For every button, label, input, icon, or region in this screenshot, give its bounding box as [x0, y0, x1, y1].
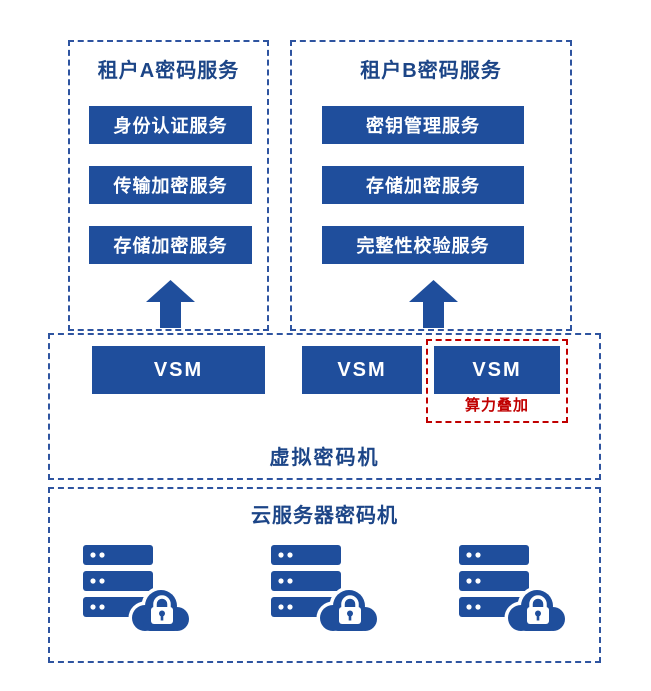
server-cloud-lock-icon [458, 545, 568, 635]
lock-icon [526, 595, 549, 624]
lock-icon [150, 595, 173, 624]
lock-icon [338, 595, 361, 624]
tenant-a-title: 租户A密码服务 [97, 60, 240, 82]
compute-stacking-label: 算力叠加 [464, 397, 529, 414]
hardware-layer-panel: 云服务器密码机 [48, 487, 601, 663]
tenant-a-service-3: 存储加密服务 [89, 226, 252, 264]
server-cloud-lock-icon [82, 545, 192, 635]
tenant-b-service-3: 完整性校验服务 [322, 226, 524, 264]
hardware-icons-row [50, 543, 599, 637]
tenant-b-service-1: 密钥管理服务 [322, 106, 524, 144]
vsm-box-tenant-b-2: VSM [434, 346, 560, 394]
up-arrow-icon [142, 280, 199, 328]
tenant-b-panel: 租户B密码服务 密钥管理服务 存储加密服务 完整性校验服务 [290, 40, 572, 331]
tenant-a-panel: 租户A密码服务 身份认证服务 传输加密服务 存储加密服务 [68, 40, 269, 331]
vsm-box-tenant-a: VSM [92, 346, 265, 394]
tenant-b-service-2: 存储加密服务 [322, 166, 524, 204]
up-arrow-icon [405, 280, 462, 328]
compute-stacking-outline: 算力叠加 [426, 339, 568, 423]
vsm-box-tenant-b-1: VSM [302, 346, 422, 394]
tenant-a-service-2: 传输加密服务 [89, 166, 252, 204]
vsm-layer-panel: VSM VSM 算力叠加 VSM 虚拟密码机 [48, 333, 601, 480]
tenant-b-title: 租户B密码服务 [360, 60, 502, 82]
tenant-a-service-1: 身份认证服务 [89, 106, 252, 144]
hardware-layer-title: 云服务器密码机 [251, 505, 398, 527]
virtual-hsm-layer-label: 虚拟密码机 [269, 447, 380, 469]
server-cloud-lock-icon [270, 545, 380, 635]
